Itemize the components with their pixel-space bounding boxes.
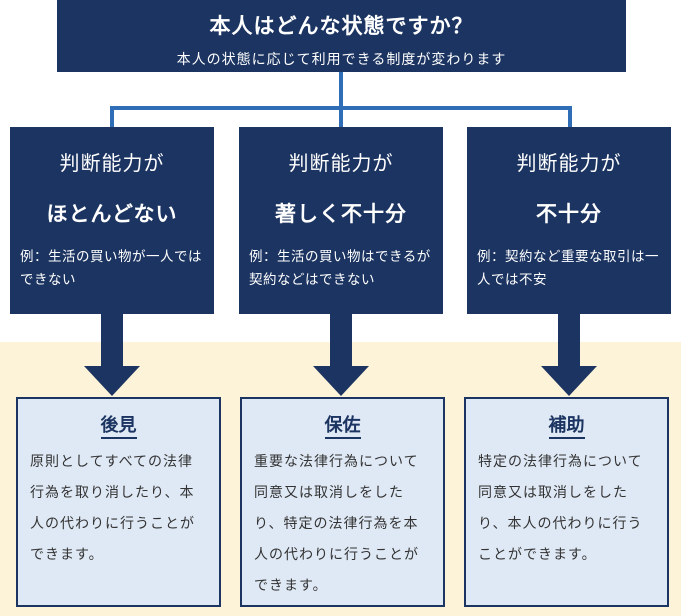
connector-drop-center <box>339 106 343 127</box>
system-description: 重要な法律行為について同意又は取消しをしたり、特定の法律行為を本人の代わりに行う… <box>254 454 419 594</box>
condition-box-3: 判断能力が 不十分 例：契約など重要な取引は一人では不安 <box>467 127 671 314</box>
down-arrow-icon <box>313 314 369 396</box>
condition-heading: 判断能力が <box>516 151 622 175</box>
condition-level: 著しく不十分 <box>275 202 407 226</box>
system-name: 後見 <box>100 415 137 439</box>
down-arrow-icon <box>541 314 597 396</box>
connector-vertical-main <box>339 72 343 110</box>
condition-example: 例：契約など重要な取引は一人では不安 <box>477 249 659 288</box>
condition-example: 例：生活の買い物はできるが契約などはできない <box>249 249 431 288</box>
condition-example: 例：生活の買い物が一人ではできない <box>20 249 202 288</box>
system-description: 特定の法律行為について同意又は取消しをしたり、本人の代わりに行うことができます。 <box>478 454 643 563</box>
system-description: 原則としてすべての法律行為を取り消したり、本人の代わりに行うことができます。 <box>30 454 195 563</box>
condition-heading: 判断能力が <box>59 151 165 175</box>
system-name: 補助 <box>548 415 585 439</box>
connector-drop-left <box>110 106 114 127</box>
system-box-1: 後見 原則としてすべての法律行為を取り消したり、本人の代わりに行うことができます… <box>16 397 221 607</box>
connector-drop-right <box>568 106 572 127</box>
condition-box-1: 判断能力が ほとんどない 例：生活の買い物が一人ではできない <box>10 127 214 314</box>
condition-box-2: 判断能力が 著しく不十分 例：生活の買い物はできるが契約などはできない <box>239 127 443 314</box>
condition-level: 不十分 <box>536 202 602 226</box>
question-box: 本人はどんな状態ですか？ 本人の状態に応じて利用できる制度が変わります <box>57 0 626 72</box>
system-name: 保佐 <box>324 415 361 439</box>
condition-heading: 判断能力が <box>288 151 394 175</box>
down-arrow-icon <box>84 314 140 396</box>
system-box-2: 保佐 重要な法律行為について同意又は取消しをしたり、特定の法律行為を本人の代わり… <box>240 397 445 607</box>
condition-level: ほとんどない <box>46 202 178 226</box>
system-box-3: 補助 特定の法律行為について同意又は取消しをしたり、本人の代わりに行うことができ… <box>464 397 669 607</box>
question-subtitle: 本人の状態に応じて利用できる制度が変わります <box>176 52 507 68</box>
question-title: 本人はどんな状態ですか？ <box>209 14 474 38</box>
